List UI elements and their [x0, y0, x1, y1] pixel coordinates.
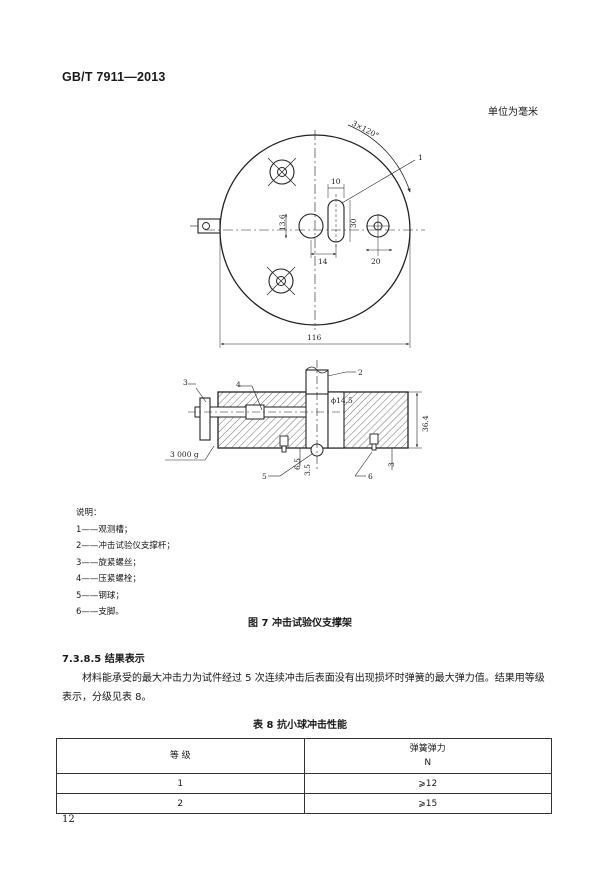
mass-label: 3 000 g — [170, 450, 199, 459]
legend-item: 6——支脚。 — [76, 607, 124, 617]
dim-116: 116 — [307, 333, 322, 342]
technical-drawing: 1 3×120° 10 13.6 30 14 20 116 — [165, 119, 430, 481]
callout-1: 1 — [418, 153, 423, 162]
dim-phi: ϕ14.5 — [331, 396, 353, 405]
legend-item: 3——旋紧螺丝； — [76, 557, 141, 568]
screw-knob — [199, 397, 211, 441]
dim-3-5: 3.5 — [303, 464, 312, 476]
callout-6: 6 — [368, 472, 373, 481]
callout-2: 2 — [358, 368, 363, 377]
screw-hole-lower — [266, 266, 296, 296]
dim-6-5: 6.5 — [293, 458, 302, 470]
col-header-force: 弹簧弹力 N — [303, 738, 552, 774]
cell-grade: 1 — [56, 773, 305, 794]
side-knob — [190, 218, 221, 234]
screw-hole-right — [366, 214, 390, 238]
callout-3: 3 — [183, 378, 188, 387]
page-number: 12 — [62, 814, 75, 825]
foot-left — [279, 435, 289, 453]
table-row: 2 ⩾15 — [56, 793, 552, 814]
foot-right — [369, 433, 379, 451]
top-view — [190, 124, 425, 348]
dim-13-6: 13.6 — [278, 214, 287, 231]
section-heading: 7.3.8.5 结果表示 — [62, 654, 145, 665]
dim-36-4: 36.4 — [421, 415, 430, 432]
unit-note: 单位为毫米 — [488, 107, 538, 118]
center-hole — [298, 213, 324, 239]
side-view — [165, 360, 422, 477]
dim-30: 30 — [349, 218, 358, 228]
performance-table: 等 级 弹簧弹力 N 1 ⩾12 2 ⩾15 — [56, 738, 552, 814]
legend-item: 2——冲击试验仪支撑杆； — [76, 541, 175, 551]
legend-item: 4——压紧螺栓； — [76, 574, 141, 584]
screw-hole-upper — [267, 157, 297, 187]
cell-grade: 2 — [56, 793, 305, 814]
table-caption: 表 8 抗小球冲击性能 — [253, 720, 347, 731]
legend-item: 1——观测槽； — [76, 524, 133, 535]
figure-legend: 说明： 1——观测槽； 2——冲击试验仪支撑杆； 3——旋紧螺丝； 4——压紧螺… — [76, 505, 175, 621]
table-row: 1 ⩾12 — [56, 773, 552, 794]
col-header-force-unit: N — [424, 758, 432, 768]
legend-item: 5——钢球； — [76, 590, 124, 601]
cell-force: ⩾15 — [303, 793, 552, 814]
callout-5: 5 — [262, 472, 267, 481]
callout-4: 4 — [236, 380, 241, 389]
legend-title: 说明： — [76, 508, 102, 518]
col-header-force-label: 弹簧弹力 — [409, 744, 446, 754]
cell-force: ⩾12 — [303, 773, 552, 794]
dim-angle: 3×120° — [350, 119, 380, 141]
section-paragraph: 材料能承受的最大冲击力为试件经过 5 次连续冲击后表面没有出现损坏时弹簧的最大弹… — [62, 673, 545, 703]
standard-code: GB/T 7911—2013 — [62, 70, 166, 84]
dim-14: 14 — [318, 257, 328, 266]
dim-3: 3 — [387, 462, 396, 467]
dim-10: 10 — [331, 177, 341, 186]
dim-20: 20 — [371, 257, 381, 266]
figure-caption: 图 7 冲击试验仪支撑架 — [248, 618, 352, 629]
col-header-grade: 等 级 — [56, 738, 305, 774]
